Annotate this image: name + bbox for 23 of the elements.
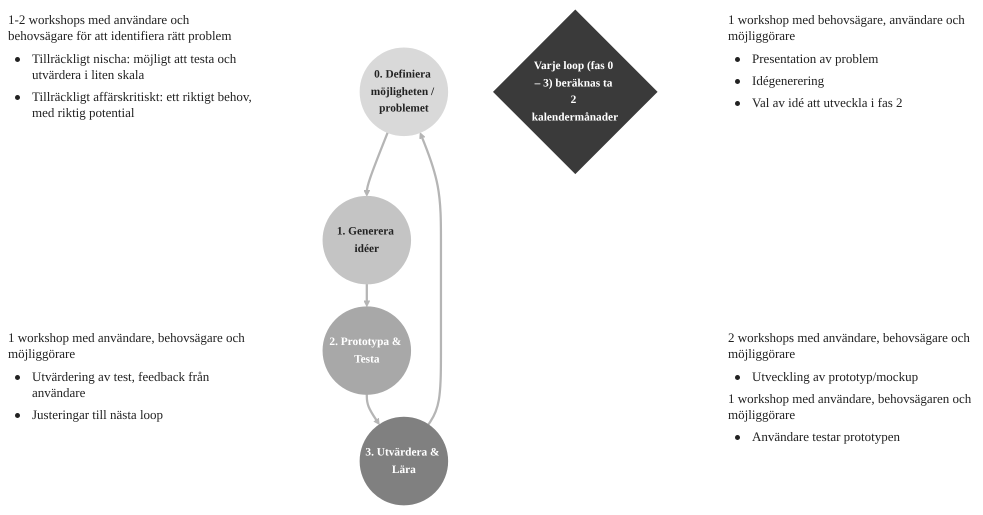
arrow xyxy=(363,284,370,308)
phase-circle: 0. Definiera möjligheten / problemet xyxy=(360,48,448,136)
arrow xyxy=(366,394,380,425)
workshop-note: 1 workshop med användare, behovsägaren och möjliggörare xyxy=(728,390,972,422)
bullet-item: Val av idé att utveckla i fas 2 xyxy=(752,95,903,110)
bullet-item: Tillräckligt nischa: möjligt att testa och utvärdera i liten skala xyxy=(32,50,236,82)
decision-diamond: Varje loop (fas 0 – 3) beräknas ta 2 kalendermånader xyxy=(493,10,658,174)
workshop-note: 1-2 workshops med användare och behovsägare för att identifiera rätt problem xyxy=(8,12,232,44)
workshop-note: 1 workshop med behovsägare, användare och möjliggörare xyxy=(728,12,965,44)
bullet-item: Användare testar prototypen xyxy=(752,429,900,444)
workshop-note: 2 workshops med användare, behovsägare och möjliggörare xyxy=(728,330,970,362)
bullet-item: Presentation av problem xyxy=(752,50,878,66)
bullet-item: Tillräckligt affärskritiskt: ett riktigt behov, med riktig potential xyxy=(32,89,252,120)
bullet-item: Utveckling av prototyp/mockup xyxy=(752,368,918,384)
phase-circle: 2. Prototypa & Testa xyxy=(322,306,412,395)
arrow xyxy=(419,132,442,426)
bullet-item: Utvärdering av test, feedback från användare xyxy=(32,368,210,400)
phase-circle: 1. Generera idéer xyxy=(322,196,412,284)
phase-circle: 3. Utvärdera & Lära xyxy=(360,416,448,506)
bullet-item: Idégenerering xyxy=(752,72,824,88)
workshop-note: 1 workshop med användare, behovsägare och möjliggörare xyxy=(8,330,245,362)
arrow xyxy=(363,132,389,197)
bullet-item: Justeringar till nästa loop xyxy=(32,407,164,422)
